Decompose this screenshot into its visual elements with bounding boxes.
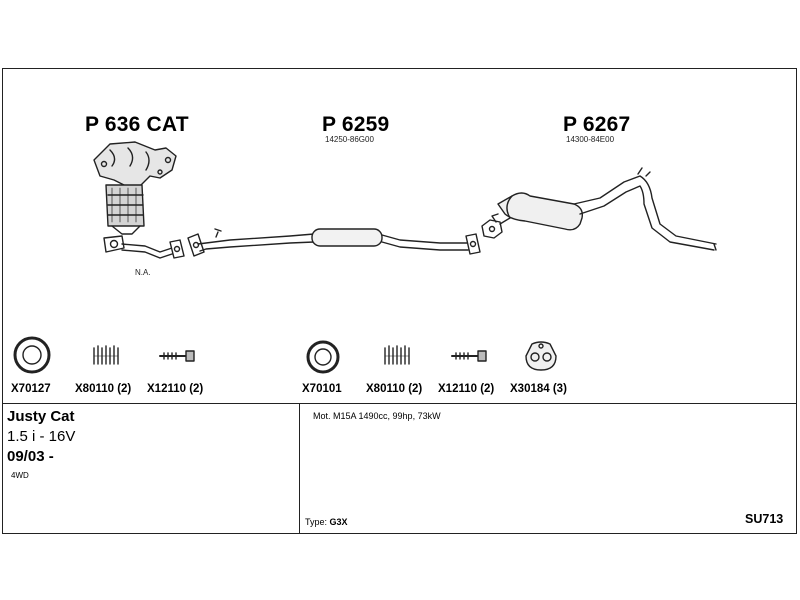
- accessory-label-x80110: X80110 (2): [75, 383, 132, 395]
- vehicle-engine: 1.5 i - 16V: [7, 428, 76, 445]
- rubber-hanger-icon: [525, 341, 557, 371]
- part-number-rear: P 6267: [563, 113, 631, 136]
- diagram-code: SU713: [745, 512, 784, 526]
- bolt-icon: [159, 350, 195, 362]
- accessory-label-x70101: X70101: [302, 383, 342, 395]
- accessory-label-x30184: X30184 (3): [510, 383, 567, 395]
- vehicle-type: Type: G3X: [305, 517, 348, 527]
- info-divider: [2, 403, 797, 404]
- oem-number-middle: 14250-86G00: [325, 135, 374, 144]
- vehicle-date: 09/03 -: [7, 448, 54, 465]
- accessory-label-x70127: X70127: [11, 383, 51, 395]
- spring-icon: [93, 345, 119, 365]
- diagram-frame: [2, 68, 797, 534]
- accessory-label-x12110: X12110 (2): [147, 383, 204, 395]
- bolt-icon: [451, 350, 487, 362]
- accessory-label-x80110-right: X80110 (2): [366, 383, 423, 395]
- part-number-middle: P 6259: [322, 113, 390, 136]
- gasket-ring-icon: [306, 340, 340, 374]
- motor-spec: Mot. M15A 1490cc, 99hp, 73kW: [313, 411, 441, 421]
- middle-pipe-illustration: [187, 228, 481, 257]
- gasket-ring-icon: [13, 336, 51, 374]
- accessory-label-x12110-right: X12110 (2): [438, 383, 495, 395]
- vehicle-type-label: Type:: [305, 517, 328, 527]
- spring-icon: [384, 345, 410, 365]
- rear-silencer-illustration: [481, 167, 717, 251]
- catalyst-note: N.A.: [135, 268, 151, 277]
- info-column-divider: [299, 403, 300, 534]
- vehicle-model: Justy Cat: [7, 408, 75, 425]
- part-number-catalyst: P 636 CAT: [85, 113, 189, 136]
- oem-number-rear: 14300-84E00: [566, 135, 615, 144]
- vehicle-drive: 4WD: [11, 471, 29, 480]
- catalytic-converter-illustration: [93, 141, 185, 259]
- vehicle-type-value: G3X: [329, 517, 348, 527]
